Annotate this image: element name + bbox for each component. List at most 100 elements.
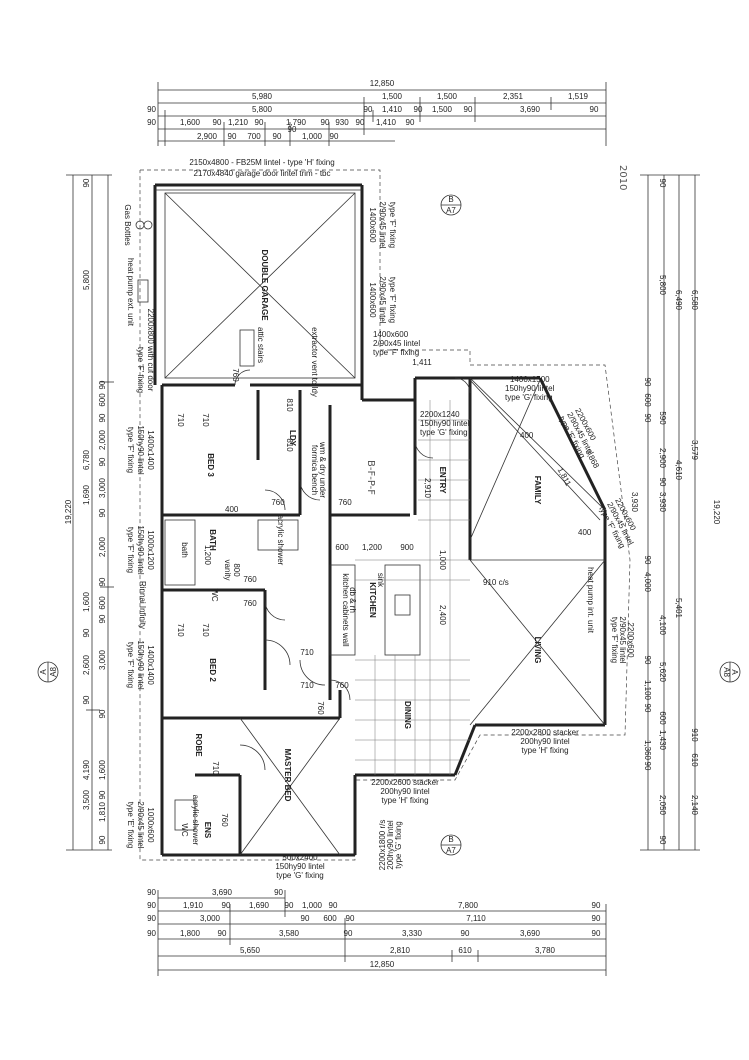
dim-top: 1,210 bbox=[228, 118, 249, 127]
note-dry-under: wm & dry under bbox=[318, 441, 327, 498]
note-rinnai: Rinnai Infinity bbox=[138, 581, 147, 629]
dim-bottom: 1,910 bbox=[183, 901, 204, 910]
door-swing[interactable] bbox=[264, 639, 291, 666]
dim-left-mid: 2,600 bbox=[82, 654, 91, 675]
family-diag bbox=[469, 379, 541, 541]
dim-top: 90 bbox=[213, 118, 222, 127]
dim-left: 3,000 bbox=[98, 649, 107, 670]
dim-inner: 2,400 bbox=[438, 605, 447, 626]
section-sheet: A7 bbox=[446, 846, 456, 855]
room-label-master: MASTER BED bbox=[283, 749, 292, 802]
note-vanity: vanity bbox=[223, 560, 232, 581]
door-width: 710 bbox=[201, 623, 210, 637]
dim-right-inner: 5,401 bbox=[674, 598, 683, 619]
dim-left: 600 bbox=[98, 596, 107, 610]
door-width: 710 bbox=[176, 413, 185, 427]
room-label-ens: ENS bbox=[203, 822, 212, 839]
note-window: 1400x600 bbox=[368, 282, 377, 318]
dim-top: 90 bbox=[147, 118, 156, 127]
dim-top: 5,980 bbox=[252, 92, 273, 101]
top-dimensions: 12,850 5,980 1,500 1,500 2,351 1,519 90 … bbox=[147, 79, 607, 146]
dim-bottom: 3,780 bbox=[535, 946, 556, 955]
section-letter: A bbox=[730, 669, 739, 675]
note-stacker: 2200x2800 stacker bbox=[511, 728, 579, 737]
dim-right-mid: 2,900 bbox=[658, 448, 667, 469]
dim-top: 1,519 bbox=[568, 92, 589, 101]
door-swing[interactable] bbox=[264, 489, 286, 511]
note-extractor: extractor vent to ldy bbox=[310, 327, 319, 397]
dim-bottom: 3,330 bbox=[402, 929, 423, 938]
dim-inner: 2,910 bbox=[423, 478, 432, 499]
dim-bottom: 90 bbox=[592, 929, 601, 938]
dim-right-inner: 4,100 bbox=[658, 615, 667, 636]
door-width: 810 bbox=[285, 398, 294, 412]
dim-top: 90 bbox=[464, 105, 473, 114]
note-window: 1400x600 bbox=[368, 207, 377, 243]
door-swing[interactable] bbox=[239, 744, 266, 771]
door-swing[interactable] bbox=[264, 599, 286, 621]
dim-top: 1,410 bbox=[382, 105, 403, 114]
room-label-kitchen: KITCHEN bbox=[368, 582, 377, 618]
note-hp-int: heat pump int. unit bbox=[586, 567, 595, 634]
room-label-ldy: LDY bbox=[288, 430, 297, 447]
section-sheet: A8 bbox=[722, 667, 731, 677]
garage-rect bbox=[164, 192, 356, 379]
door-swing[interactable] bbox=[299, 659, 326, 686]
note-shower: acrylic shower bbox=[276, 515, 285, 566]
dim-right: 4,000 bbox=[643, 572, 652, 593]
dim-top: 700 bbox=[247, 132, 261, 141]
note-lintel: 2/90x45 lintel bbox=[618, 616, 627, 663]
note-window: 1400x1400 bbox=[146, 645, 155, 685]
dim-right-inner: 4,610 bbox=[674, 460, 683, 481]
dim-bottom: 90 bbox=[274, 888, 283, 897]
note-lintel: 2/90x45 lintel bbox=[373, 339, 420, 348]
door-swing[interactable] bbox=[454, 377, 471, 394]
kitchen-island bbox=[384, 564, 421, 656]
dim-right: 90 bbox=[658, 836, 667, 845]
dim-left-mid: 1,600 bbox=[82, 591, 91, 612]
dim-right-mid: 6,490 bbox=[674, 290, 683, 311]
dim-top: 5,800 bbox=[252, 105, 273, 114]
note-cut-door: 2200x800 with cut door bbox=[146, 309, 155, 392]
door-width-labels: 760 810 810 710 710 760 760 760 760 710 … bbox=[176, 368, 352, 827]
door-width: 710 bbox=[211, 761, 220, 775]
note-lintel: 150hy90 lintel bbox=[136, 525, 145, 575]
dim-top: 1,500 bbox=[437, 92, 458, 101]
dim-left: 1,600 bbox=[98, 759, 107, 780]
dim-inner: 600 bbox=[335, 543, 349, 552]
dim-bottom: 90 bbox=[147, 888, 156, 897]
dim-left-mid: 90 bbox=[82, 695, 91, 704]
dim-top: 90 bbox=[147, 105, 156, 114]
dim-bottom: 90 bbox=[218, 929, 227, 938]
dim-top: 1,500 bbox=[432, 105, 453, 114]
door-swing[interactable] bbox=[329, 679, 351, 701]
dim-bottom: 3,000 bbox=[200, 914, 221, 923]
dim-right-total: 19,220 bbox=[712, 500, 721, 525]
note-window: 2200x1240 bbox=[420, 410, 460, 419]
section-marker-b-top: B A7 bbox=[440, 194, 462, 216]
dim-bottom: 90 bbox=[147, 914, 156, 923]
door-swing[interactable] bbox=[299, 479, 321, 501]
dim-left: 90 bbox=[98, 577, 107, 586]
door-swing[interactable] bbox=[414, 439, 434, 459]
note-rs: 2200x1800 r/s bbox=[378, 820, 387, 871]
dim-top: 90 bbox=[330, 132, 339, 141]
door-width: 760 bbox=[335, 681, 349, 690]
dim-bottom: 5,650 bbox=[240, 946, 261, 955]
dim-inner: 800 bbox=[232, 563, 241, 577]
dim-bottom: 3,690 bbox=[212, 888, 233, 897]
handwritten-note: 2010 bbox=[617, 165, 628, 190]
dim-left: 90 bbox=[98, 457, 107, 466]
dim-top: 90 bbox=[228, 132, 237, 141]
note-fixing: type 'F' fixing bbox=[126, 427, 135, 473]
master-diag bbox=[239, 717, 341, 856]
room-label-living: LIVING bbox=[533, 637, 542, 664]
door-swing[interactable] bbox=[234, 369, 251, 386]
section-letter: A bbox=[39, 669, 48, 675]
note-lintel: 150hy90 lintel bbox=[136, 640, 145, 690]
doors[interactable] bbox=[234, 369, 471, 771]
note-fixing: type 'G' fixing bbox=[276, 871, 324, 880]
family-diag bbox=[469, 379, 601, 521]
heat-pump-ext-icon bbox=[137, 279, 149, 303]
note-lintel: 2/90x45 lintel bbox=[378, 276, 387, 323]
